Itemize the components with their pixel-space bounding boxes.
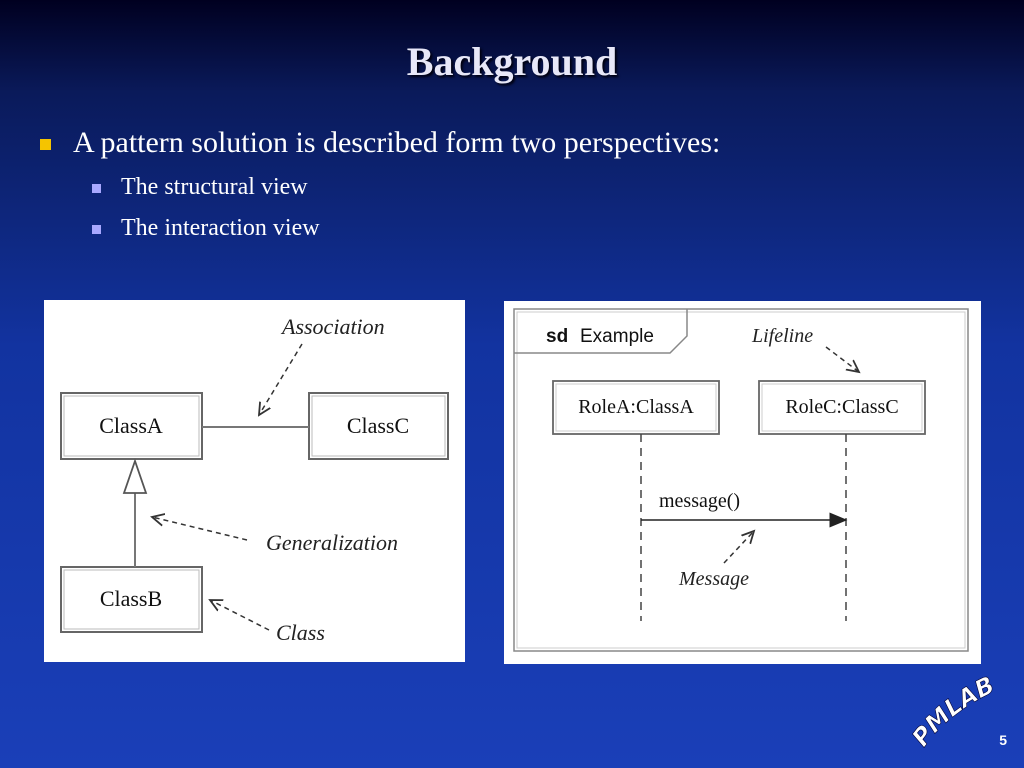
sd-keyword: sd — [546, 326, 568, 347]
role-a-label: RoleA:ClassA — [578, 396, 694, 418]
generalization-annotation: Generalization — [266, 530, 398, 555]
role-c-box: RoleC:ClassC — [758, 380, 926, 435]
message-annotation: Message — [678, 568, 749, 590]
class-annotation: Class — [276, 620, 325, 645]
lifeline-annotation: Lifeline — [751, 325, 813, 347]
bullet-square-icon — [92, 184, 101, 193]
class-c-box: ClassC — [308, 392, 449, 460]
message-text: message() — [659, 490, 740, 512]
role-a-box: RoleA:ClassA — [552, 380, 720, 435]
slide-title: Background — [406, 39, 618, 84]
class-a-box: ClassA — [60, 392, 203, 460]
class-b-label: ClassB — [100, 586, 162, 611]
class-diagram: ClassA ClassC ClassB Association General… — [60, 314, 449, 645]
bullet-main-text: A pattern solution is described form two… — [73, 126, 721, 159]
logo-text: PMLAB — [912, 671, 999, 752]
class-pointer — [210, 600, 270, 631]
association-pointer — [259, 343, 303, 415]
message-pointer — [723, 531, 754, 564]
class-c-label: ClassC — [347, 413, 409, 438]
class-diagram-panel: ClassA ClassC ClassB Association General… — [44, 300, 465, 662]
sequence-diagram-panel: sd Example Lifeline RoleA:ClassA RoleC:C… — [504, 301, 981, 664]
sd-frame — [513, 308, 969, 652]
subbullet-text: The interaction view — [121, 215, 320, 241]
class-a-label: ClassA — [99, 413, 163, 438]
sd-frame-name: Example — [580, 326, 654, 347]
sd-frame-tab — [514, 309, 688, 354]
pmlab-logo: PMLAB — [906, 668, 1022, 758]
subbullet-structural: The structural view — [92, 174, 308, 201]
bullet-square-icon — [40, 138, 51, 150]
generalization-triangle-icon — [122, 458, 148, 494]
sd-frame-inner — [516, 311, 966, 649]
sequence-diagram: sd Example Lifeline RoleA:ClassA RoleC:C… — [513, 308, 969, 652]
bullet-square-icon — [92, 225, 101, 234]
subbullet-interaction: The interaction view — [92, 215, 320, 242]
class-b-box: ClassB — [60, 566, 203, 633]
page-number: 5 — [999, 732, 1007, 748]
association-annotation: Association — [280, 314, 385, 339]
subbullet-text: The structural view — [121, 174, 308, 200]
lifeline-pointer — [825, 346, 859, 372]
bullet-main: A pattern solution is described form two… — [40, 126, 720, 160]
generalization-pointer — [152, 517, 248, 541]
role-c-label: RoleC:ClassC — [785, 396, 898, 418]
